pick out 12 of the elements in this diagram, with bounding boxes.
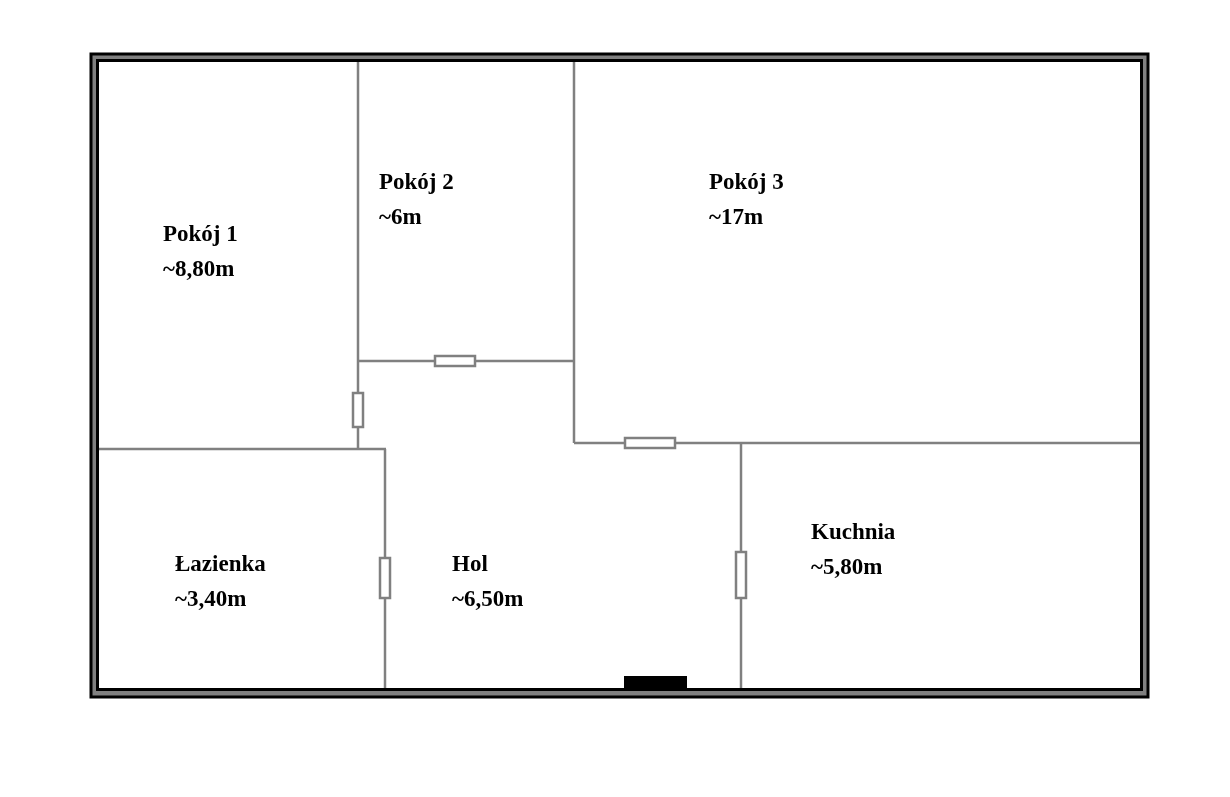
room-area: ~6,50m: [452, 581, 524, 616]
room-area: ~8,80m: [163, 251, 238, 286]
room-area: ~17m: [709, 199, 784, 234]
room-area: ~6m: [379, 199, 454, 234]
room-name: Pokój 1: [163, 220, 238, 248]
room-name: Pokój 3: [709, 168, 784, 196]
room-name: Łazienka: [175, 550, 266, 578]
room-area: ~5,80m: [811, 549, 896, 584]
room-name: Kuchnia: [811, 518, 896, 546]
room-name: Hol: [452, 550, 489, 578]
room-area: ~3,40m: [175, 581, 266, 616]
room-name: Pokój 2: [379, 168, 454, 196]
